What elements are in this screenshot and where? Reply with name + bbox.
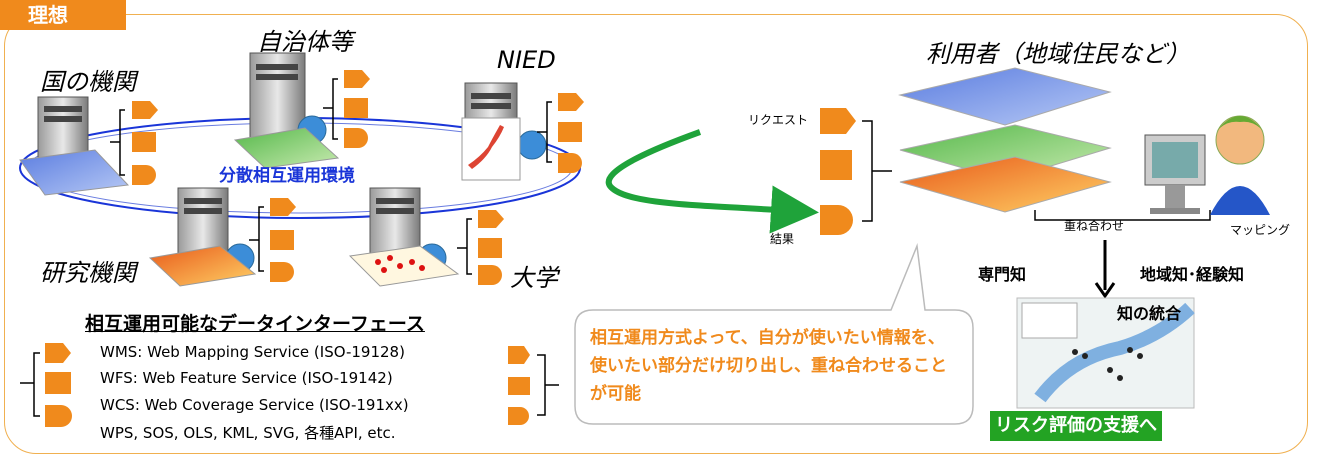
label-kuni: 国の機関: [40, 68, 136, 96]
result-label: 結果: [770, 232, 795, 246]
expert-knowledge-label: 専門知: [978, 265, 1027, 284]
server-nied: [461, 82, 547, 181]
server-jichitai: [233, 52, 340, 169]
label-kenkyu: 研究機関: [40, 259, 136, 287]
ring-label: 分散相互運用環境: [219, 166, 355, 186]
server-kenkyu: [148, 187, 257, 287]
request-label: リクエスト: [748, 113, 809, 127]
user-label: 利用者（地域住民など）: [926, 40, 1190, 68]
request-result-arrow: [605, 129, 819, 234]
label-jichitai: 自治体等: [257, 28, 353, 56]
server-daigaku: [348, 187, 460, 287]
interface-title: 相互運用可能なデータインターフェース: [85, 313, 425, 335]
integration-label: 知の統合: [1117, 304, 1182, 323]
label-nied: NIED: [497, 46, 556, 74]
interface-icons: [45, 70, 856, 427]
callout-bubble: [574, 243, 974, 425]
interface-row-wcs: WCS: Web Coverage Service (ISO-191xx): [100, 396, 409, 414]
user-figure: [1144, 115, 1270, 215]
interface-row-other: WPS, SOS, OLS, KML, SVG, 各種API, etc.: [100, 424, 396, 442]
callout-text: 相互運用方式よって、自分が使いたい情報を、使いたい部分だけ切り出し、重ね合わせる…: [590, 328, 947, 404]
ideal-frame: [4, 14, 1308, 454]
interface-row-wfs: WFS: Web Feature Service (ISO-19142): [100, 369, 393, 387]
risk-support-label: リスク評価の支援へ: [990, 411, 1162, 441]
ideal-badge: 理想: [0, 0, 126, 30]
integration-map: [1016, 297, 1195, 409]
overlay-label: 重ね合わせ: [1064, 219, 1125, 233]
interface-row-wms: WMS: Web Mapping Service (ISO-19128): [100, 343, 405, 361]
local-knowledge-label: 地域知･経験知: [1140, 265, 1245, 284]
label-daigaku: 大学: [510, 264, 558, 292]
server-kuni: [19, 96, 130, 196]
mapping-label: マッピング: [1230, 223, 1291, 237]
